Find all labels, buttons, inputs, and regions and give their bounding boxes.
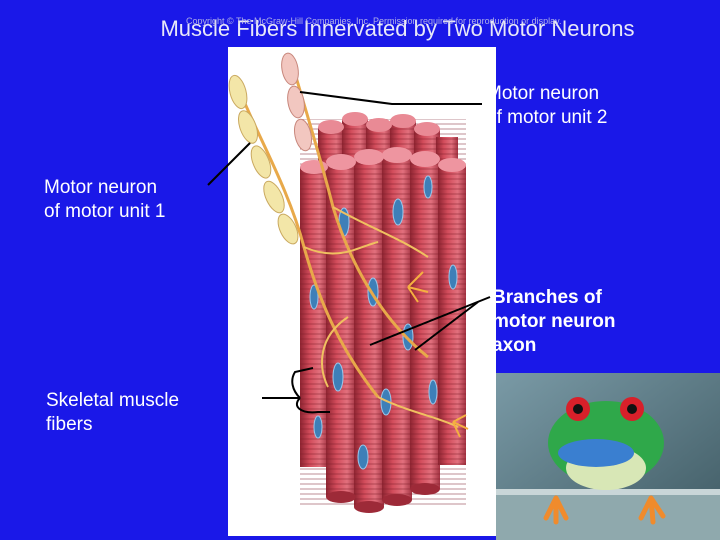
label-axon-branches: Branches of motor neuron axon <box>492 286 616 357</box>
label-motor-neuron-unit-1-line-1: Motor neuron <box>44 177 158 198</box>
label-axon-branches-line-3: axon <box>492 334 537 356</box>
frog-photo <box>496 373 720 540</box>
frog-icon <box>496 373 720 540</box>
label-motor-neuron-unit-2-line-2: of motor unit 2 <box>486 106 608 128</box>
label-motor-neuron-unit-2: Motor neuron of motor unit 2 <box>486 82 607 130</box>
label-motor-neuron-unit-1: Motor neuron of motor unit 1 <box>44 176 165 224</box>
myelin-unit-2 <box>281 52 313 152</box>
slide-title: Muscle Fibers Innervated by Two Motor Ne… <box>160 16 635 41</box>
label-motor-neuron-unit-1-line-2: of motor unit 1 <box>44 200 166 222</box>
muscle-fiber-illustration <box>228 47 496 536</box>
label-motor-neuron-unit-2-line-1: Motor neuron <box>486 83 600 104</box>
muscle-fiber-drawing <box>228 52 469 513</box>
myelin-unit-1 <box>228 74 299 245</box>
motor-neuron-axons <box>236 66 469 438</box>
label-skeletal-muscle-fibers-line-2: fibers <box>46 413 93 435</box>
label-axon-branches-line-1: Branches of <box>492 287 602 308</box>
copyright-notice: Copyright © The McGraw-Hill Companies, I… <box>186 16 562 26</box>
label-skeletal-muscle-fibers: Skeletal muscle fibers <box>46 389 179 437</box>
label-axon-branches-line-2: motor neuron <box>492 310 616 332</box>
label-skeletal-muscle-fibers-line-1: Skeletal muscle <box>46 390 180 411</box>
